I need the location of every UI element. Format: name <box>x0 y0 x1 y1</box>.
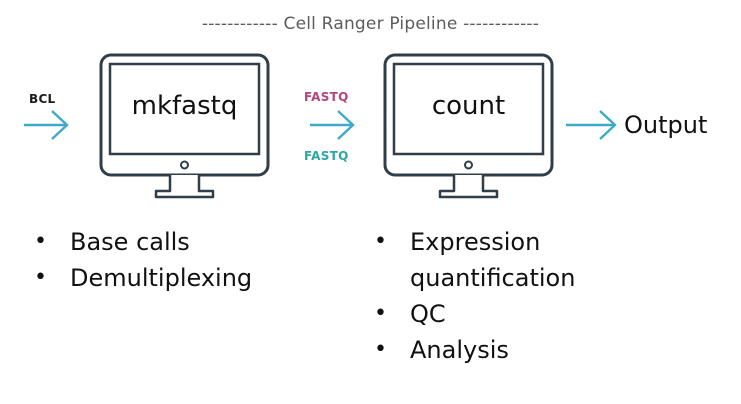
list-item: •Analysis <box>374 336 509 364</box>
input-label: BCL <box>29 92 56 106</box>
input-arrow-icon <box>24 110 69 140</box>
monitor-icon <box>99 53 270 199</box>
mkfastq-bullets: •Base calls •Demultiplexing <box>30 224 252 296</box>
list-item: •Base calls <box>34 228 190 256</box>
monitor-icon <box>383 53 554 199</box>
mkfastq-monitor: mkfastq <box>99 53 270 239</box>
count-label: count <box>431 91 506 121</box>
list-item: •Demultiplexing <box>34 264 253 292</box>
output-label: Output <box>624 111 708 139</box>
fastq-label-bottom: FASTQ <box>304 149 349 163</box>
fastq-label-top: FASTQ <box>304 90 349 104</box>
mkfastq-label: mkfastq <box>131 91 238 121</box>
output-arrow-icon <box>566 110 617 140</box>
pipeline-title: ------------ Cell Ranger Pipeline ------… <box>201 14 540 34</box>
count-monitor: count <box>383 53 554 239</box>
list-item: •QC <box>374 300 446 328</box>
connector-arrow-icon <box>310 110 355 140</box>
